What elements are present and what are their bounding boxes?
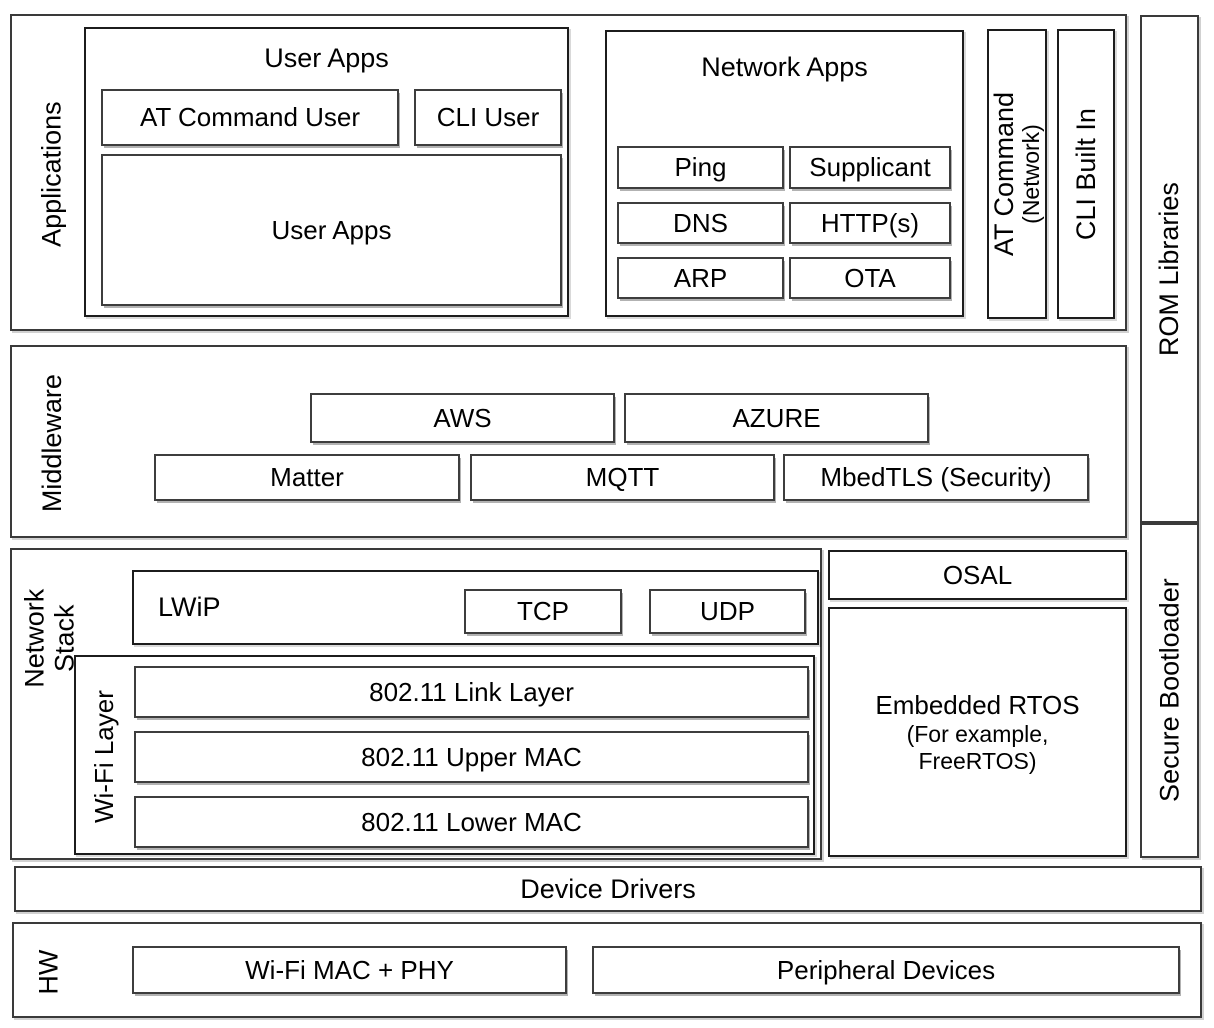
hw-label-text: HW bbox=[32, 949, 63, 995]
wifi-layer-box: Wi-Fi Layer 802.11 Link Layer 802.11 Upp… bbox=[74, 655, 815, 855]
cli-built-in-box: CLI Built In bbox=[1057, 29, 1115, 319]
embedded-rtos-line3: FreeRTOS) bbox=[918, 747, 1037, 774]
peripheral-devices-box: Peripheral Devices bbox=[592, 946, 1180, 994]
network-stack-label-text: Network Stack bbox=[20, 588, 80, 687]
rom-libraries-text: ROM Libraries bbox=[1154, 181, 1185, 357]
secure-bootloader-box: Secure Bootloader bbox=[1140, 523, 1199, 858]
ota-box: OTA bbox=[789, 257, 951, 299]
user-apps-title: User Apps bbox=[264, 43, 389, 73]
user-apps-inner-box: User Apps bbox=[101, 154, 562, 306]
device-drivers-bar: Device Drivers bbox=[14, 866, 1202, 912]
network-apps-group: Network Apps Ping Supplicant DNS HTTP(s)… bbox=[605, 30, 964, 317]
embedded-rtos-text: Embedded RTOS (For example, FreeRTOS) bbox=[830, 609, 1125, 855]
arp-box: ARP bbox=[617, 257, 784, 299]
mbedtls-box: MbedTLS (Security) bbox=[783, 454, 1089, 501]
hw-section: HW Wi-Fi MAC + PHY Peripheral Devices bbox=[12, 922, 1202, 1018]
lwip-box: LWiP TCP UDP bbox=[132, 570, 819, 645]
udp-box: UDP bbox=[649, 589, 806, 634]
upper-mac-box: 802.11 Upper MAC bbox=[134, 731, 809, 783]
applications-section: Applications User Apps AT Command User C… bbox=[10, 14, 1127, 331]
ping-box: Ping bbox=[617, 146, 784, 189]
supplicant-box: Supplicant bbox=[789, 146, 951, 189]
wifi-layer-label-text: Wi-Fi Layer bbox=[88, 690, 119, 824]
aws-box: AWS bbox=[310, 393, 615, 443]
embedded-rtos-box: Embedded RTOS (For example, FreeRTOS) bbox=[828, 607, 1127, 857]
tcp-box: TCP bbox=[464, 589, 622, 634]
https-box: HTTP(s) bbox=[789, 202, 951, 244]
embedded-rtos-line1: Embedded RTOS bbox=[875, 689, 1080, 720]
middleware-section: Middleware AWS AZURE Matter MQTT MbedTLS… bbox=[10, 345, 1127, 538]
at-command-network-box: AT Command (Network) bbox=[987, 29, 1047, 319]
at-command-network-text: AT Command (Network) bbox=[989, 92, 1045, 256]
at-command-user-box: AT Command User bbox=[101, 89, 399, 146]
azure-box: AZURE bbox=[624, 393, 929, 443]
cli-built-in-text: CLI Built In bbox=[1070, 107, 1101, 241]
hw-label: HW bbox=[22, 930, 74, 1014]
middleware-label: Middleware bbox=[24, 357, 80, 530]
osal-box: OSAL bbox=[828, 550, 1127, 600]
rom-libraries-box: ROM Libraries bbox=[1140, 15, 1199, 523]
network-stack-section: Network Stack LWiP TCP UDP Wi-Fi Layer 8… bbox=[10, 548, 822, 860]
network-stack-label: Network Stack bbox=[20, 558, 80, 718]
embedded-rtos-line2: (For example, bbox=[906, 720, 1049, 747]
user-apps-group: User Apps AT Command User CLI User User … bbox=[84, 27, 569, 317]
matter-box: Matter bbox=[154, 454, 460, 501]
link-layer-box: 802.11 Link Layer bbox=[134, 666, 809, 718]
cli-user-box: CLI User bbox=[414, 89, 562, 146]
mqtt-box: MQTT bbox=[470, 454, 775, 501]
wifi-layer-label: Wi-Fi Layer bbox=[78, 661, 130, 853]
wifi-mac-phy-box: Wi-Fi MAC + PHY bbox=[132, 946, 567, 994]
lower-mac-box: 802.11 Lower MAC bbox=[134, 796, 809, 848]
middleware-label-text: Middleware bbox=[36, 374, 67, 513]
dns-box: DNS bbox=[617, 202, 784, 244]
secure-bootloader-text: Secure Bootloader bbox=[1154, 578, 1185, 803]
network-apps-title: Network Apps bbox=[701, 52, 868, 82]
lwip-label: LWiP bbox=[158, 592, 221, 622]
applications-label-text: Applications bbox=[36, 101, 67, 247]
network-stack-label-line1: Network bbox=[19, 588, 50, 688]
applications-label: Applications bbox=[24, 28, 80, 320]
at-command-network-line2: (Network) bbox=[1018, 124, 1045, 224]
at-command-network-line1: AT Command bbox=[989, 91, 1020, 257]
